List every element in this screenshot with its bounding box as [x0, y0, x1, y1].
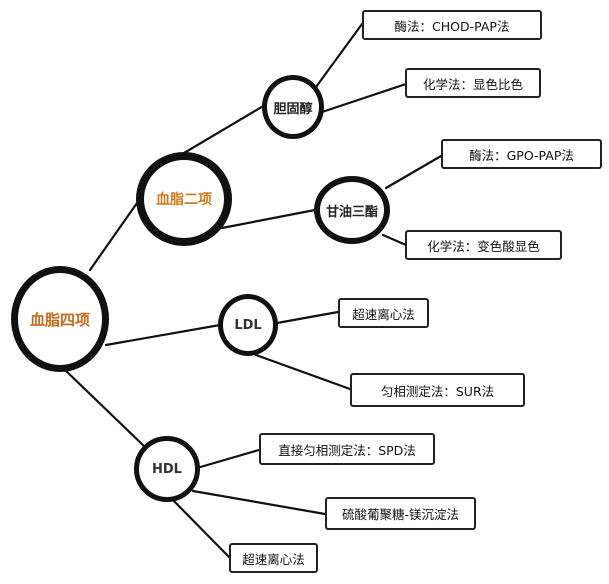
leaf-chol-chem: 化学法：显色比色 [405, 68, 541, 98]
leaf-hdl-precip-label: 硫酸葡聚糖-镁沉淀法 [341, 507, 459, 522]
node-cholesterol-label: 胆固醇 [273, 101, 313, 117]
link-ldl-sur [254, 353, 352, 391]
leaf-chol-chem-label: 化学法：显色比色 [422, 76, 523, 92]
leaf-ldl-sur-label: 匀相测定法：SUR法 [380, 383, 495, 399]
leaf-tg-enzyme: 酶法：GPO-PAP法 [441, 139, 602, 169]
link-triglyceride-chem [381, 233, 408, 247]
leaf-ldl-ultra-label: 超速离心法 [352, 306, 415, 322]
node-hdl-label: HDL [152, 461, 182, 477]
leaf-hdl-spd-label: 直接匀相测定法：SPD法 [278, 442, 416, 458]
root-label: 血脂四项 [29, 310, 90, 329]
link-root-ldl [104, 323, 222, 347]
root-node: 血脂四项 [11, 266, 109, 372]
leaf-chol-enzyme: 酶法：CHOD-PAP法 [362, 10, 542, 40]
leaf-tg-enzyme-label: 酶法：GPO-PAP法 [469, 147, 574, 163]
link-lipids2-triglyceride [220, 208, 317, 230]
leaf-hdl-ultra: 超速离心法 [229, 543, 318, 573]
leaf-hdl-spd: 直接匀相测定法：SPD法 [259, 433, 435, 465]
leaf-hdl-precip: 硫酸葡聚糖-镁沉淀法 [325, 497, 476, 530]
node-cholesterol: 胆固醇 [262, 75, 324, 139]
link-cholesterol-chem [320, 82, 408, 114]
link-triglyceride-enzyme [384, 154, 443, 190]
link-root-lipids2 [88, 201, 139, 272]
node-ldl-label: LDL [234, 317, 262, 333]
leaf-tg-chem: 化学法：变色酸显色 [405, 230, 562, 260]
node-ldl: LDL [218, 294, 278, 356]
link-hdl-ultra [168, 495, 231, 559]
link-root-hdl [62, 367, 147, 449]
link-hdl-spd [195, 448, 261, 470]
link-hdl-precip [191, 489, 327, 516]
link-ldl-ultra [275, 310, 340, 325]
leaf-hdl-ultra-label: 超速离心法 [242, 551, 305, 567]
link-lipids2-cholesterol [182, 103, 267, 155]
node-lipids2: 血脂二项 [136, 152, 232, 246]
node-hdl: HDL [134, 436, 200, 502]
link-cholesterol-enzyme [314, 22, 364, 89]
leaf-ldl-sur: 匀相测定法：SUR法 [350, 373, 525, 407]
node-triglyceride-label: 甘油三酯 [325, 204, 378, 220]
leaf-chol-enzyme-label: 酶法：CHOD-PAP法 [394, 18, 510, 34]
leaf-tg-chem-label: 化学法：变色酸显色 [427, 238, 540, 254]
node-lipids2-label: 血脂二项 [156, 192, 212, 208]
leaf-ldl-ultra: 超速离心法 [338, 298, 429, 328]
node-triglyceride: 甘油三酯 [314, 176, 390, 244]
